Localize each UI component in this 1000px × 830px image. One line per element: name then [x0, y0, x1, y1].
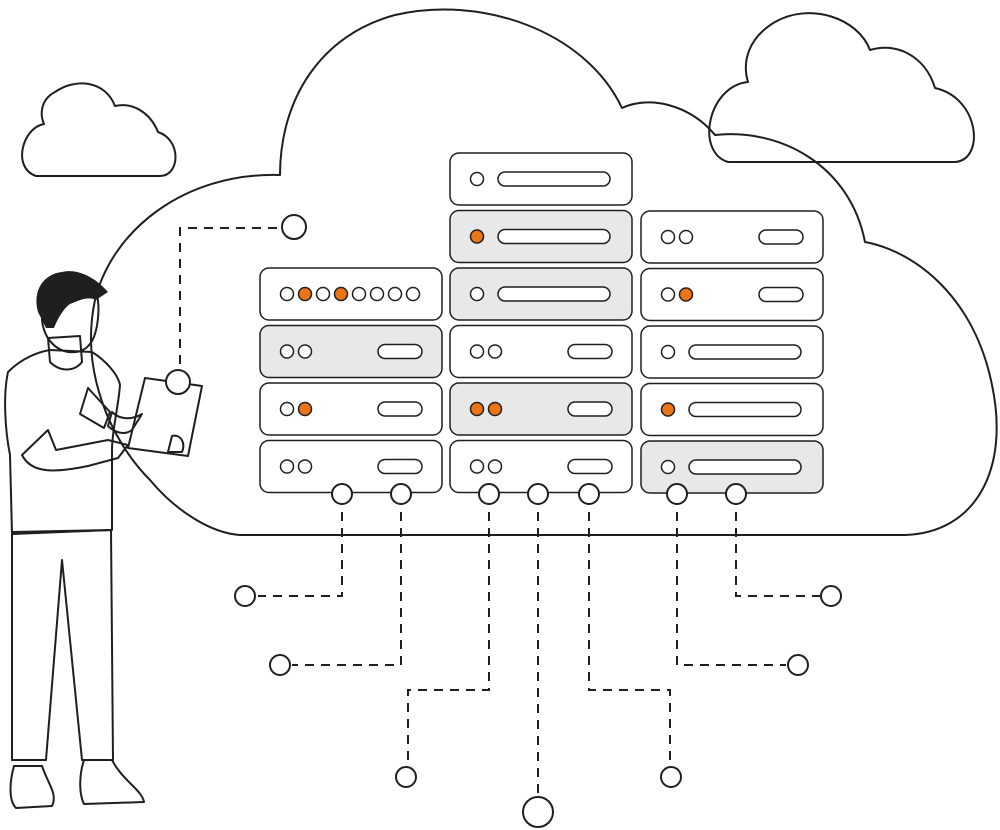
left-shoe: [9, 765, 55, 809]
main-cloud-icon: [90, 8, 998, 536]
right-shoe: [79, 759, 145, 805]
tablet-connector-node: [281, 214, 307, 240]
status-led: [660, 287, 676, 302]
status-led: [297, 401, 313, 417]
server-unit: [259, 439, 443, 494]
network-node-icon: [234, 585, 256, 607]
network-end-nodes: [234, 585, 842, 828]
status-led: [279, 344, 295, 359]
server-unit: [259, 267, 443, 321]
server-unit: [259, 324, 443, 379]
drive-slot: [688, 459, 802, 475]
drive-slot: [688, 344, 802, 360]
server-unit: [449, 209, 633, 264]
server-unit: [259, 382, 443, 436]
orange-shirt: [4, 349, 121, 535]
server-racks: [259, 152, 824, 494]
server-unit: [640, 210, 824, 264]
status-led: [660, 344, 676, 360]
status-led: [660, 459, 676, 475]
server-unit: [449, 439, 633, 494]
status-led: [678, 287, 694, 302]
server-unit: [449, 324, 633, 379]
drive-slot: [758, 286, 804, 303]
status-led: [660, 402, 676, 417]
server-unit: [640, 325, 824, 379]
status-led: [315, 286, 331, 302]
drive-slot: [758, 229, 804, 245]
hair: [36, 271, 108, 328]
drive-slot: [497, 171, 611, 187]
drive-slot: [567, 343, 613, 360]
status-led: [469, 344, 485, 359]
rack-port-nodes: [331, 483, 747, 505]
status-led: [469, 229, 485, 244]
drive-slot: [377, 401, 423, 417]
status-led: [660, 229, 676, 245]
status-led: [405, 286, 421, 302]
network-node-icon: [522, 796, 554, 828]
drive-slot: [497, 228, 611, 245]
drive-slot: [567, 458, 613, 475]
server-unit: [640, 440, 824, 494]
tablet-node: [165, 369, 191, 395]
server-unit: [640, 267, 824, 322]
drive-slot: [688, 401, 802, 418]
status-led: [297, 286, 313, 302]
status-led: [297, 459, 313, 474]
status-led: [279, 286, 295, 302]
status-led: [279, 459, 295, 474]
status-led: [469, 459, 485, 474]
status-led: [678, 229, 694, 245]
network-node-icon: [395, 766, 417, 788]
status-led: [469, 171, 485, 187]
status-led: [487, 344, 503, 359]
server-unit: [449, 152, 633, 206]
small-cloud-left-icon: [21, 82, 177, 177]
status-led: [469, 401, 485, 417]
network-lines: [258, 496, 820, 795]
status-led: [333, 286, 349, 302]
person-icon: [4, 271, 203, 809]
drive-slot: [377, 343, 423, 360]
server-unit: [640, 382, 824, 437]
network-node-icon: [269, 654, 291, 676]
network-node-icon: [820, 585, 842, 607]
network-node-icon: [787, 654, 809, 676]
drive-slot: [497, 286, 611, 302]
tablet-connector-line: [179, 227, 282, 380]
status-led: [369, 286, 385, 302]
status-led: [487, 401, 503, 417]
drive-slot: [567, 401, 613, 417]
status-led: [297, 344, 313, 359]
drive-slot: [377, 458, 423, 475]
network-node-icon: [660, 766, 682, 788]
status-led: [351, 286, 367, 302]
status-led: [469, 286, 485, 302]
server-unit: [449, 267, 633, 321]
server-unit: [449, 382, 633, 436]
status-led: [387, 286, 403, 302]
small-cloud-right-icon: [708, 12, 975, 163]
status-led: [487, 459, 503, 474]
status-led: [279, 401, 295, 417]
